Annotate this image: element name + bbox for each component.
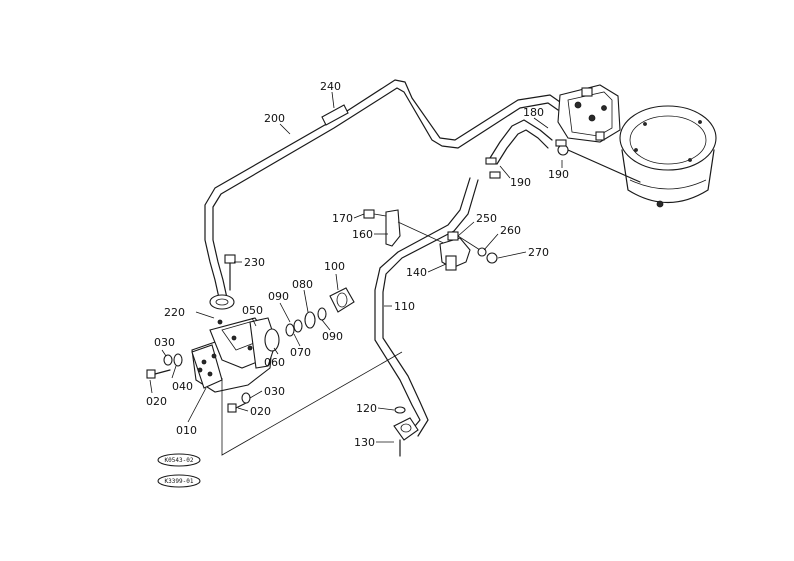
callout-020-left: 020 [146,395,167,408]
frame-outline [221,351,403,456]
callout-130: 130 [354,436,375,449]
flange-220 [209,294,235,325]
bolt-020-left [146,369,171,379]
callout-260: 260 [500,224,521,237]
return-line [567,149,641,183]
callout-010: 010 [176,424,197,437]
banjo-130 [393,417,419,457]
reference-tag-2-text: K3399-01 [165,478,194,485]
callout-190-right: 190 [548,168,569,181]
callout-040: 040 [172,380,193,393]
callout-160: 160 [352,228,373,241]
callout-100: 100 [324,260,345,273]
hose-180 [489,119,553,165]
callout-080: 080 [292,278,313,291]
fitting-190-right [555,139,569,156]
callout-170: 170 [332,212,353,225]
callout-220: 220 [164,306,185,319]
pipe-110 [374,177,479,437]
washer-030-lower [241,392,251,404]
callout-090-lower: 090 [322,330,343,343]
pipe-200 [204,79,561,299]
callout-030-lower: 030 [264,385,285,398]
reference-tag-2: K3399-01 [157,474,201,488]
callout-060: 060 [264,356,285,369]
callout-050: 050 [242,304,263,317]
callout-120: 120 [356,402,377,415]
hydraulic-tank [619,105,717,208]
reference-tag-1: K0543-02 [157,453,201,467]
callout-140: 140 [406,266,427,279]
spacer-040 [173,353,183,367]
ring-070 [285,323,295,337]
bolt-170 [363,209,387,219]
seal-060 [264,328,280,352]
callout-020-lower: 020 [250,405,271,418]
callout-110: 110 [394,300,415,313]
sleeve-240 [321,104,349,126]
callout-230: 230 [244,256,265,269]
collar-080 [304,311,316,329]
bracket-160 [385,209,451,247]
ring-090-left [293,319,303,333]
callout-250: 250 [476,212,497,225]
callout-090-upper: 090 [268,290,289,303]
callout-240: 240 [320,80,341,93]
fitting-120 [394,406,406,414]
callout-200: 200 [264,112,285,125]
bearing-100 [329,287,355,313]
ring-090-right [317,307,327,321]
callout-180: 180 [523,106,544,119]
leader-lines [149,91,563,443]
fitting-190-left [485,157,501,179]
nut-270 [486,252,498,264]
callout-190-left: 190 [510,176,531,189]
callout-270: 270 [528,246,549,259]
reference-tag-1-text: K0543-02 [165,457,194,464]
bracket-140 [439,237,471,271]
callout-030-left: 030 [154,336,175,349]
washer-030-left [163,354,173,366]
control-valve [557,84,621,143]
callout-070: 070 [290,346,311,359]
bolt-230 [224,254,236,291]
